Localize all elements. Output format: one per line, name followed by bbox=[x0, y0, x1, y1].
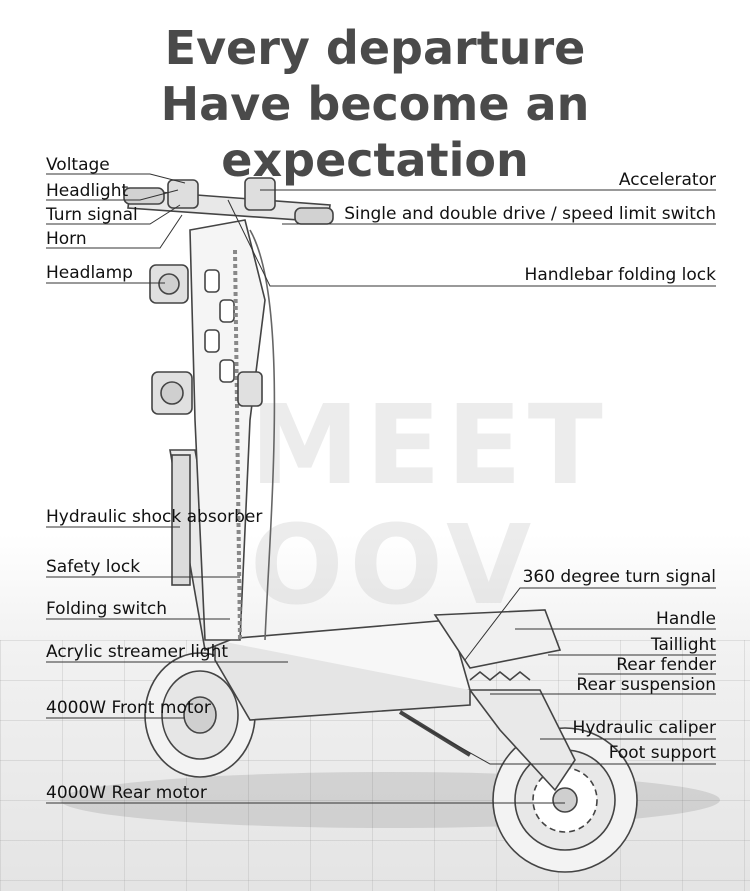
watermark-line-2: OOV bbox=[250, 501, 538, 629]
leader-headlight bbox=[46, 189, 179, 201]
right-controls bbox=[244, 177, 276, 211]
label-headlight: Headlight bbox=[46, 181, 129, 201]
label-rear-suspension: Rear suspension bbox=[576, 675, 716, 695]
label-shock-absorber: Hydraulic shock absorber bbox=[46, 507, 263, 527]
label-drive-switch: Single and double drive / speed limit sw… bbox=[344, 204, 716, 224]
label-voltage: Voltage bbox=[46, 155, 110, 175]
leader-folding-lock bbox=[227, 199, 716, 287]
leader-voltage bbox=[46, 173, 186, 184]
rear-spring bbox=[469, 670, 531, 682]
label-horn: Horn bbox=[46, 229, 87, 249]
headlamp-pods bbox=[149, 264, 263, 415]
leader-turn-signal bbox=[46, 204, 181, 225]
label-headlamp: Headlamp bbox=[46, 263, 133, 283]
label-handle: Handle bbox=[656, 609, 716, 629]
brake-cable bbox=[249, 229, 276, 641]
stem-side-light bbox=[233, 249, 242, 641]
label-accelerator: Accelerator bbox=[618, 170, 716, 190]
rear-tail bbox=[433, 609, 562, 669]
rear-swing-arm bbox=[468, 689, 576, 792]
stem-panel bbox=[189, 219, 266, 641]
label-folding-switch: Folding switch bbox=[46, 599, 168, 619]
label-turn-signal-360: 360 degree turn signal bbox=[522, 567, 716, 587]
left-controls bbox=[167, 179, 199, 209]
left-grip bbox=[123, 187, 165, 205]
leader-turn-360 bbox=[464, 587, 716, 661]
label-front-motor: 4000W Front motor bbox=[46, 698, 211, 718]
label-streamer-light: Acrylic streamer light bbox=[46, 642, 229, 662]
watermark-line-1: MEET bbox=[250, 381, 609, 509]
label-foot-support: Foot support bbox=[608, 743, 716, 763]
stem-cutouts bbox=[204, 269, 235, 383]
leader-horn bbox=[46, 214, 183, 249]
leader-lines bbox=[46, 173, 716, 804]
label-turn-signal: Turn signal bbox=[46, 205, 138, 225]
scooter-illustration bbox=[123, 177, 638, 873]
label-safety-lock: Safety lock bbox=[46, 557, 141, 577]
label-folding-lock: Handlebar folding lock bbox=[524, 265, 716, 285]
front-wheel bbox=[144, 652, 256, 778]
shock-absorber bbox=[171, 454, 191, 586]
right-grip bbox=[294, 207, 334, 225]
watermark-text: MEET OOV bbox=[250, 385, 609, 625]
headline-line-1: Every departure bbox=[164, 21, 586, 75]
label-rear-fender: Rear fender bbox=[616, 655, 716, 675]
label-taillight: Taillight bbox=[650, 635, 716, 655]
label-rear-motor: 4000W Rear motor bbox=[46, 783, 207, 803]
leader-foot-support bbox=[407, 717, 716, 765]
label-hydraulic-caliper: Hydraulic caliper bbox=[572, 718, 716, 738]
